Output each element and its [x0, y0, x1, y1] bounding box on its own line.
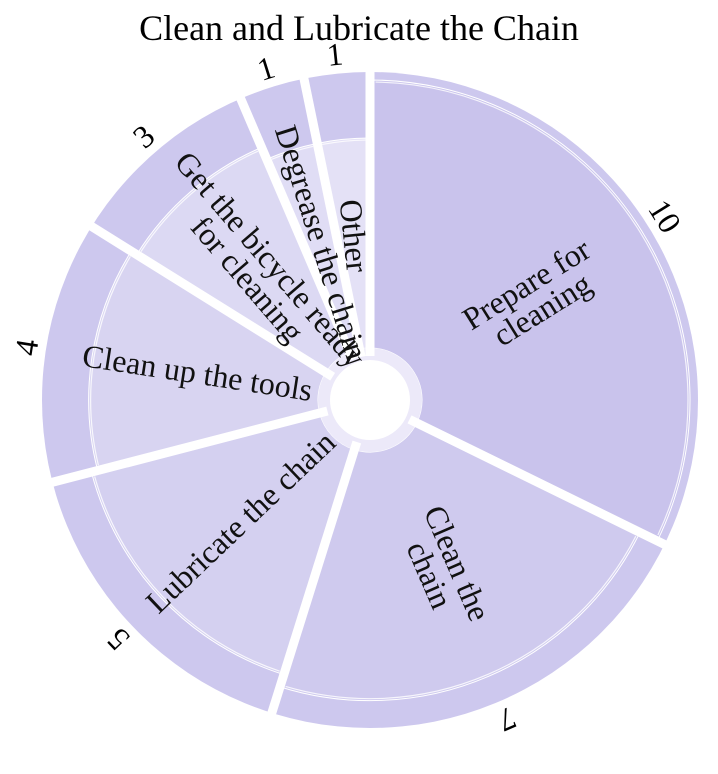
slice-edge-other: [322, 139, 366, 146]
value-label-clean-up-the-tools: 4: [7, 337, 45, 358]
separator-4: [88, 222, 336, 381]
chart-title: Clean and Lubricate the Chain: [139, 8, 579, 48]
value-label-get-the-bicycle-ready-for-cleaning: 3: [126, 117, 162, 155]
separator-layer: [50, 71, 668, 716]
center-hole-layer: [330, 360, 410, 440]
category-label-other: Other: [333, 198, 376, 274]
center-hole: [330, 360, 410, 440]
separator-5: [236, 95, 357, 362]
slice-edge-prepare-for-cleaning: [375, 81, 689, 536]
value-label-lubricate-the-chain: 5: [99, 621, 136, 657]
value-label-degrease-the-chain: 1: [253, 49, 279, 88]
slice-edge-clean-the-chain: [285, 535, 637, 700]
separator-3: [50, 406, 329, 487]
separator-2: [267, 440, 362, 716]
separator-6: [299, 76, 366, 358]
value-label-clean-the-chain: 7: [493, 700, 522, 739]
slice-edge-degrease-the-chain: [271, 145, 314, 160]
slice-edge-clean-up-the-tools: [90, 256, 131, 466]
value-label-other: 1: [325, 35, 345, 72]
slice-layer: [88, 79, 691, 702]
separator-1: [407, 415, 668, 549]
slice-edge-get-the-bicycle-ready-for-cleaning: [140, 150, 259, 252]
slice-edge-lubricate-the-chain: [94, 476, 280, 672]
